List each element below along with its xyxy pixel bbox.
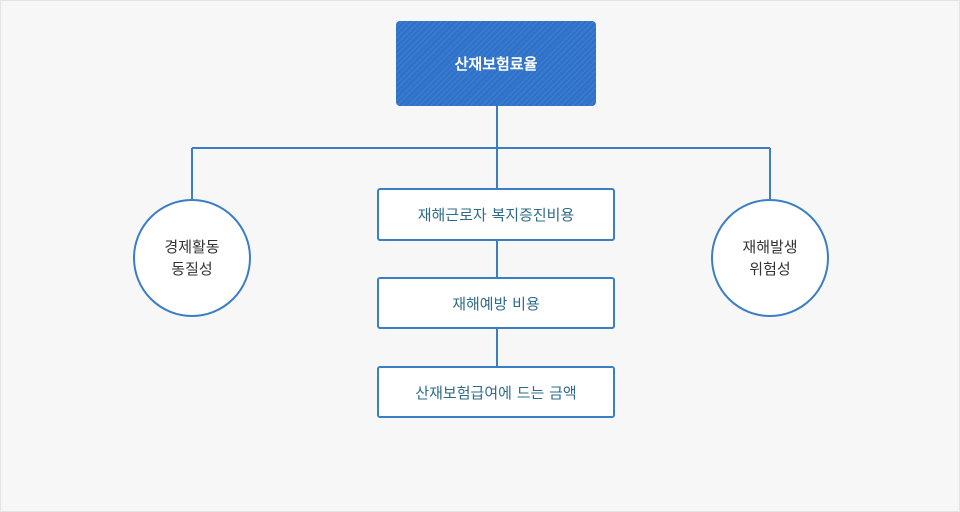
factor-circle-economic-homogeneity: 경제활동 동질성 [133,199,251,317]
factor-circle-left-line2: 동질성 [171,260,213,278]
center-box-prevention-cost: 재해예방 비용 [377,277,615,329]
factor-circle-accident-risk: 재해발생 위험성 [711,199,829,317]
factor-circle-right-line1: 재해발생 [742,238,798,256]
center-box-1-label: 재해근로자 복지증진비용 [417,206,575,224]
factor-circle-right-line2: 위험성 [749,260,791,278]
center-box-3-label: 산재보험급여에 드는 금액 [415,383,577,402]
center-box-welfare-cost: 재해근로자 복지증진비용 [377,188,615,241]
root-node-label: 산재보험료율 [454,55,538,73]
center-box-2-label: 재해예방 비용 [452,294,540,313]
factor-circle-left-line1: 경제활동 [164,238,220,256]
root-node-premium-rate: 산재보험료율 [396,21,596,106]
center-box-benefit-amount: 산재보험급여에 드는 금액 [377,366,615,418]
